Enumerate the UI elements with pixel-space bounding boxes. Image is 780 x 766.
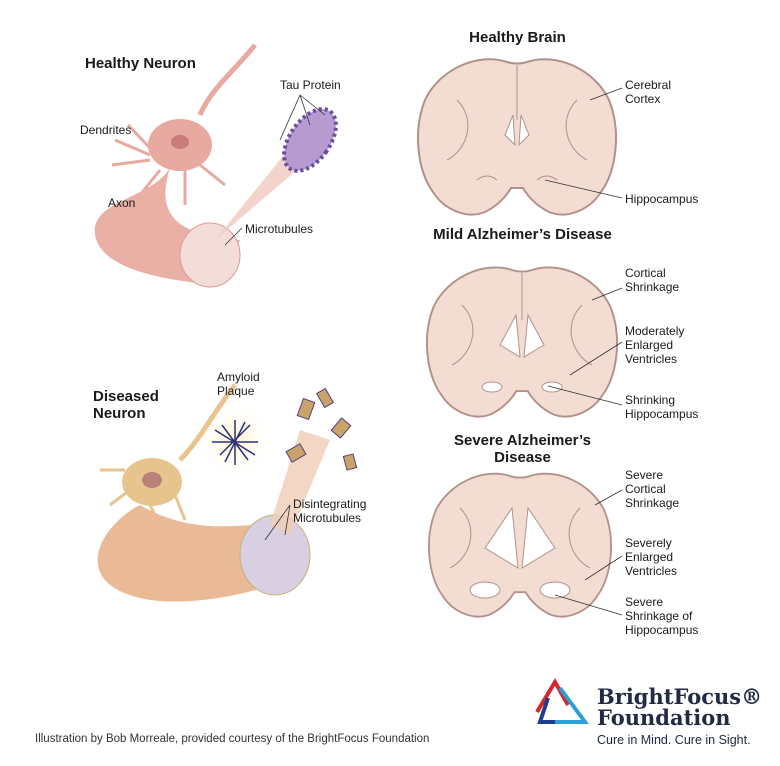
diseased-neuron-title: Diseased Neuron: [93, 388, 159, 422]
severe-shrinkage-hippocampus-label: Severe Shrinkage of Hippocampus: [625, 595, 699, 637]
tau-protein-label: Tau Protein: [280, 78, 341, 92]
severe-alzheimers-title: Severe Alzheimer’s Disease: [453, 432, 592, 466]
dendrites-label: Dendrites: [80, 123, 132, 137]
illustration-credit: Illustration by Bob Morreale, provided c…: [35, 733, 430, 745]
healthy-neuron-title: Healthy Neuron: [85, 55, 196, 72]
cerebral-cortex-label: Cerebral Cortex: [625, 78, 672, 106]
diseased-neuron-art: [97, 383, 358, 602]
mild-alzheimers-title: Mild Alzheimer’s Disease: [433, 226, 612, 243]
brightfocus-tagline: Cure in Mind. Cure in Sight.: [597, 733, 751, 747]
leader-lines: [224, 87, 623, 616]
axon-label: Axon: [108, 196, 136, 210]
cortical-shrinkage-label: Cortical Shrinkage: [625, 266, 680, 294]
severe-cortical-shrinkage-label: Severe Cortical Shrinkage: [625, 468, 680, 510]
microtubules-label: Microtubules: [245, 222, 314, 236]
healthy-brain-art: [417, 58, 617, 216]
disintegrating-microtubules-label: Disintegrating Microtubules: [293, 497, 367, 525]
amyloid-plaque-label: Amyloid Plaque: [217, 370, 260, 398]
brightfocus-logo-name: BrightFocus®Foundation: [597, 684, 763, 730]
severe-brain-art: [428, 472, 612, 618]
healthy-brain-title: Healthy Brain: [469, 29, 566, 46]
severely-enlarged-ventricles-label: Severely Enlarged Ventricles: [625, 536, 678, 578]
hippocampus-label: Hippocampus: [625, 192, 699, 206]
mild-brain-art: [426, 266, 618, 418]
brightfocus-logo-icon: [535, 678, 589, 724]
healthy-neuron-art: [94, 43, 338, 288]
moderately-enlarged-ventricles-label: Moderately Enlarged Ventricles: [625, 324, 685, 366]
shrinking-hippocampus-label: Shrinking Hippocampus: [625, 393, 699, 421]
